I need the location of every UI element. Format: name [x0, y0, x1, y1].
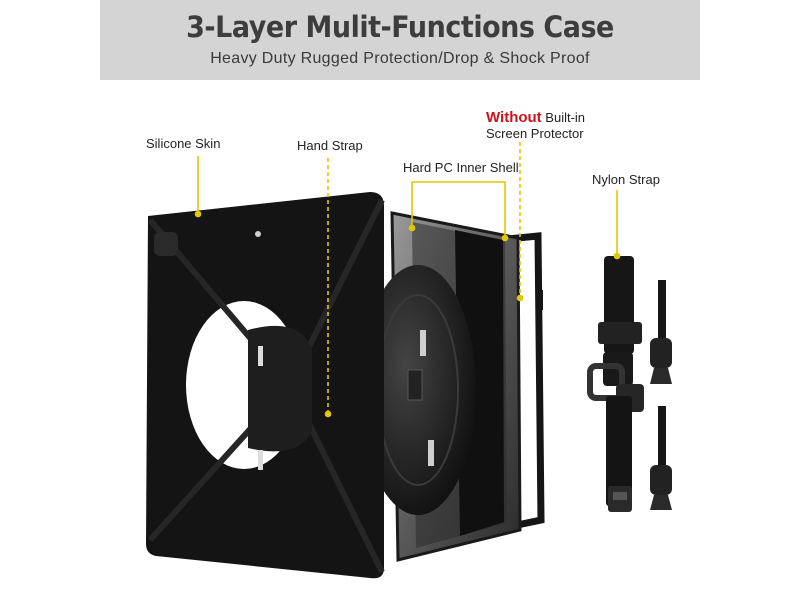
label-without-built-in: Without Built-in	[486, 110, 585, 125]
label-silicone-skin: Silicone Skin	[146, 136, 221, 151]
silicone-skin	[146, 192, 385, 579]
nylon-strap	[587, 256, 644, 512]
label-hard-pc-inner-shell: Hard PC Inner Shell	[403, 160, 519, 175]
label-hand-strap: Hand Strap	[297, 138, 363, 153]
leader-lines	[194, 142, 621, 418]
label-screen-protector: Screen Protector	[486, 126, 584, 141]
label-nylon-strap: Nylon Strap	[592, 172, 660, 187]
label-built-in: Built-in	[545, 110, 586, 125]
page-title: 3-Layer Mulit-Functions Case	[186, 10, 614, 44]
label-without-word: Without	[486, 109, 542, 126]
nylon-strap-clips	[650, 280, 672, 510]
page-subtitle: Heavy Duty Rugged Protection/Drop & Shoc…	[210, 50, 590, 67]
header-banner: 3-Layer Mulit-Functions Case Heavy Duty …	[100, 0, 700, 80]
